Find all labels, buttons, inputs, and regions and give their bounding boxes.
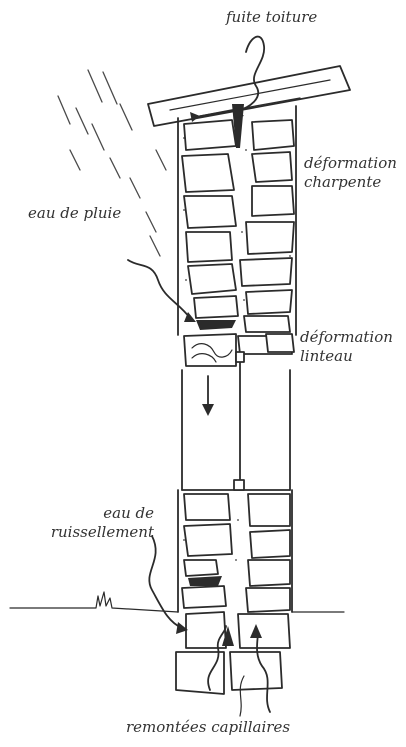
upper-wall-stones (182, 104, 294, 332)
foundation-stones (176, 612, 290, 694)
lower-wall-stones (182, 494, 290, 612)
label-lintel-deformation: déformation linteau (300, 328, 393, 366)
lintel (184, 334, 294, 490)
ground-line (10, 592, 344, 612)
rain-streaks (58, 70, 166, 256)
label-capillary-rise: remontées capillaires (126, 718, 290, 737)
label-rain-water: eau de pluie (28, 204, 121, 223)
label-frame-deformation: déformation charpente (304, 154, 397, 192)
label-runoff-water: eau de ruissellement (48, 504, 154, 542)
roof-beam (148, 66, 350, 126)
label-roof-leak: fuite toiture (226, 8, 317, 27)
